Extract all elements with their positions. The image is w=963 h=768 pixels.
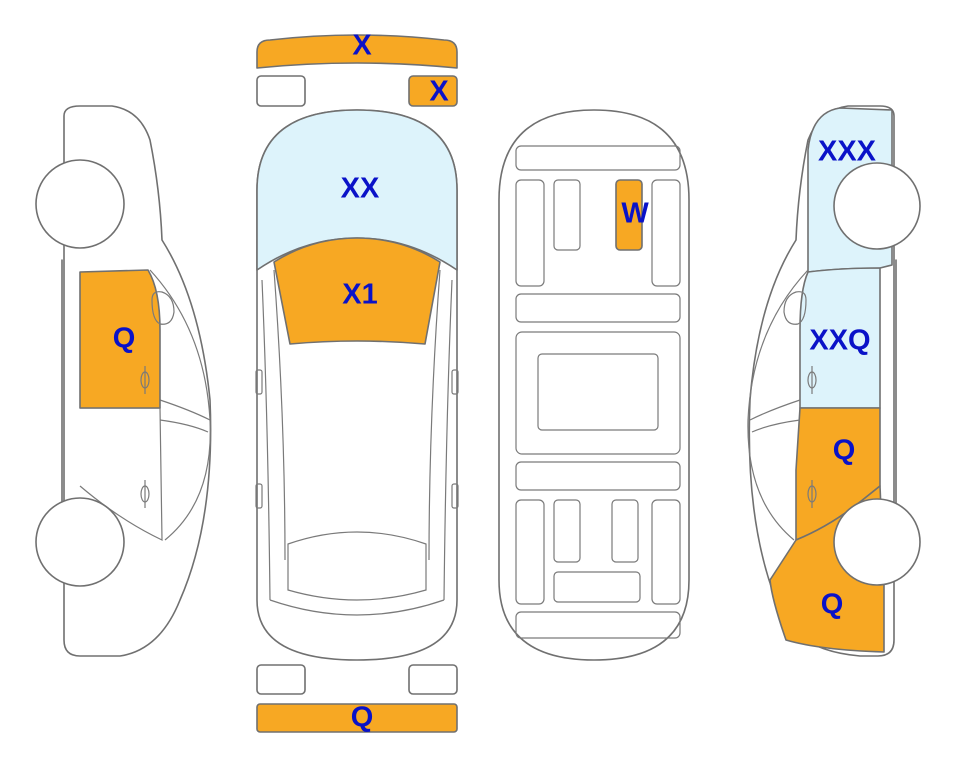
left-side-body-outline (63, 105, 212, 657)
left-side-view: Q (35, 105, 212, 657)
underside-mid-bar-2 (515, 461, 681, 491)
windshield[interactable] (273, 237, 441, 345)
underside-left-panel-rear (553, 499, 581, 563)
top-greenhouse-right (428, 269, 453, 601)
top-view: X X XX X1 Q (255, 30, 459, 734)
left-mirror (151, 291, 175, 325)
right-rear-door-code: Q (833, 435, 856, 467)
underside-left-panel-front (553, 179, 581, 251)
right-rear-quarter-code: Q (821, 589, 844, 621)
top-rear-window (287, 531, 427, 601)
left-rear-door-handle (140, 480, 150, 508)
right-front-door-handle (807, 366, 817, 394)
underside-left-rail-rear (515, 499, 545, 605)
underside-center-frame (515, 331, 681, 455)
top-right-mirror (451, 369, 459, 395)
underside-right-rail-front (651, 179, 681, 287)
left-front-door[interactable] (79, 269, 161, 409)
underside-right-rail-rear (651, 499, 681, 605)
right-rear-wheel (833, 498, 921, 586)
front-bumper[interactable] (256, 34, 458, 69)
underside-rear-cross (553, 571, 641, 603)
top-greenhouse-left (261, 269, 286, 601)
right-mirror (783, 291, 807, 325)
top-left-handle (255, 483, 263, 509)
top-right-handle (451, 483, 459, 509)
right-front-fender-code: XXX (818, 136, 877, 168)
front-light-right[interactable] (408, 75, 458, 107)
roof-panel[interactable] (615, 179, 643, 251)
left-front-wheel (35, 159, 125, 249)
right-side-greenhouse (747, 269, 809, 541)
windshield-code: X1 (342, 279, 377, 311)
underside-view: W (498, 109, 690, 661)
underside-left-rail-front (515, 179, 545, 287)
underside-center-panel (537, 353, 659, 431)
rear-bumper-code: Q (351, 702, 374, 734)
top-left-mirror (255, 369, 263, 395)
left-rear-wheel (35, 497, 125, 587)
underside-rear-bar (515, 611, 681, 639)
left-side-rear-door-line (79, 407, 163, 541)
underside-front-bar (515, 145, 681, 171)
rear-light-right[interactable] (408, 664, 458, 695)
right-front-wheel (833, 162, 921, 250)
front-bumper-code: X (352, 30, 372, 62)
right-rear-door-handle (807, 480, 817, 508)
left-front-door-code: Q (113, 323, 136, 355)
left-side-window-line (159, 399, 211, 433)
underside-mid-bar-1 (515, 293, 681, 323)
right-side-view: XXX XXQ Q Q (747, 105, 921, 657)
left-front-door-handle (140, 366, 150, 394)
rear-light-left[interactable] (256, 664, 306, 695)
rear-bumper[interactable] (256, 703, 458, 733)
roof-panel-code: W (621, 198, 649, 230)
top-rear-deck (269, 599, 445, 616)
underside-right-panel-rear (611, 499, 639, 563)
right-side-window-line (749, 399, 801, 433)
right-front-door-code: XXQ (809, 325, 870, 357)
underside-outline (498, 109, 690, 661)
front-light-right-code: X (429, 76, 449, 108)
hood-code: XX (341, 173, 380, 205)
front-light-left[interactable] (256, 75, 306, 107)
